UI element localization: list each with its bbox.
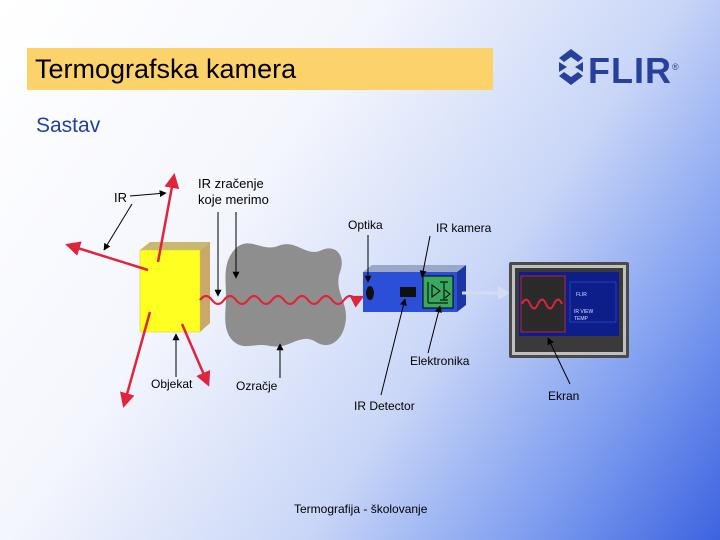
pointer-arrows bbox=[103, 190, 571, 396]
label-electronics: Elektronika bbox=[410, 354, 470, 368]
label-screen: Ekran bbox=[548, 389, 580, 403]
label-optics: Optika bbox=[348, 218, 383, 232]
signal-arrow bbox=[462, 286, 510, 300]
screen-label-3: TEMP bbox=[574, 316, 588, 322]
object-box bbox=[139, 242, 210, 333]
object-radiation-arrows bbox=[65, 173, 211, 408]
slide-subtitle: Sastav bbox=[36, 114, 101, 137]
radiation-wave bbox=[199, 294, 365, 308]
slide-footer: Termografija - školovanje bbox=[294, 502, 428, 516]
detector bbox=[400, 287, 416, 297]
label-ir-detector: IR Detector bbox=[354, 399, 415, 413]
screen-label-2: IR VIEW bbox=[574, 309, 594, 315]
slide-title: Termografska kamera bbox=[35, 54, 297, 84]
flir-logo-text: FLIR® bbox=[588, 50, 680, 91]
title-bar: Termografska kamera bbox=[27, 48, 493, 90]
label-ir-camera: IR kamera bbox=[436, 221, 492, 235]
flir-logo-icon bbox=[559, 49, 583, 85]
label-ir: IR bbox=[114, 190, 127, 205]
ir-camera bbox=[363, 265, 466, 312]
flir-logo: FLIR® bbox=[556, 46, 686, 91]
label-surroundings: Ozračje bbox=[236, 379, 278, 393]
label-object: Objekat bbox=[151, 377, 193, 391]
label-ir-radiation-2: koje merimo bbox=[198, 192, 269, 207]
label-ir-radiation-1: IR zračenje bbox=[198, 176, 264, 191]
screen-label-1: FLIR bbox=[576, 292, 587, 298]
monitor bbox=[509, 262, 629, 358]
camera-optics bbox=[366, 286, 374, 300]
surroundings-blob bbox=[225, 243, 346, 347]
